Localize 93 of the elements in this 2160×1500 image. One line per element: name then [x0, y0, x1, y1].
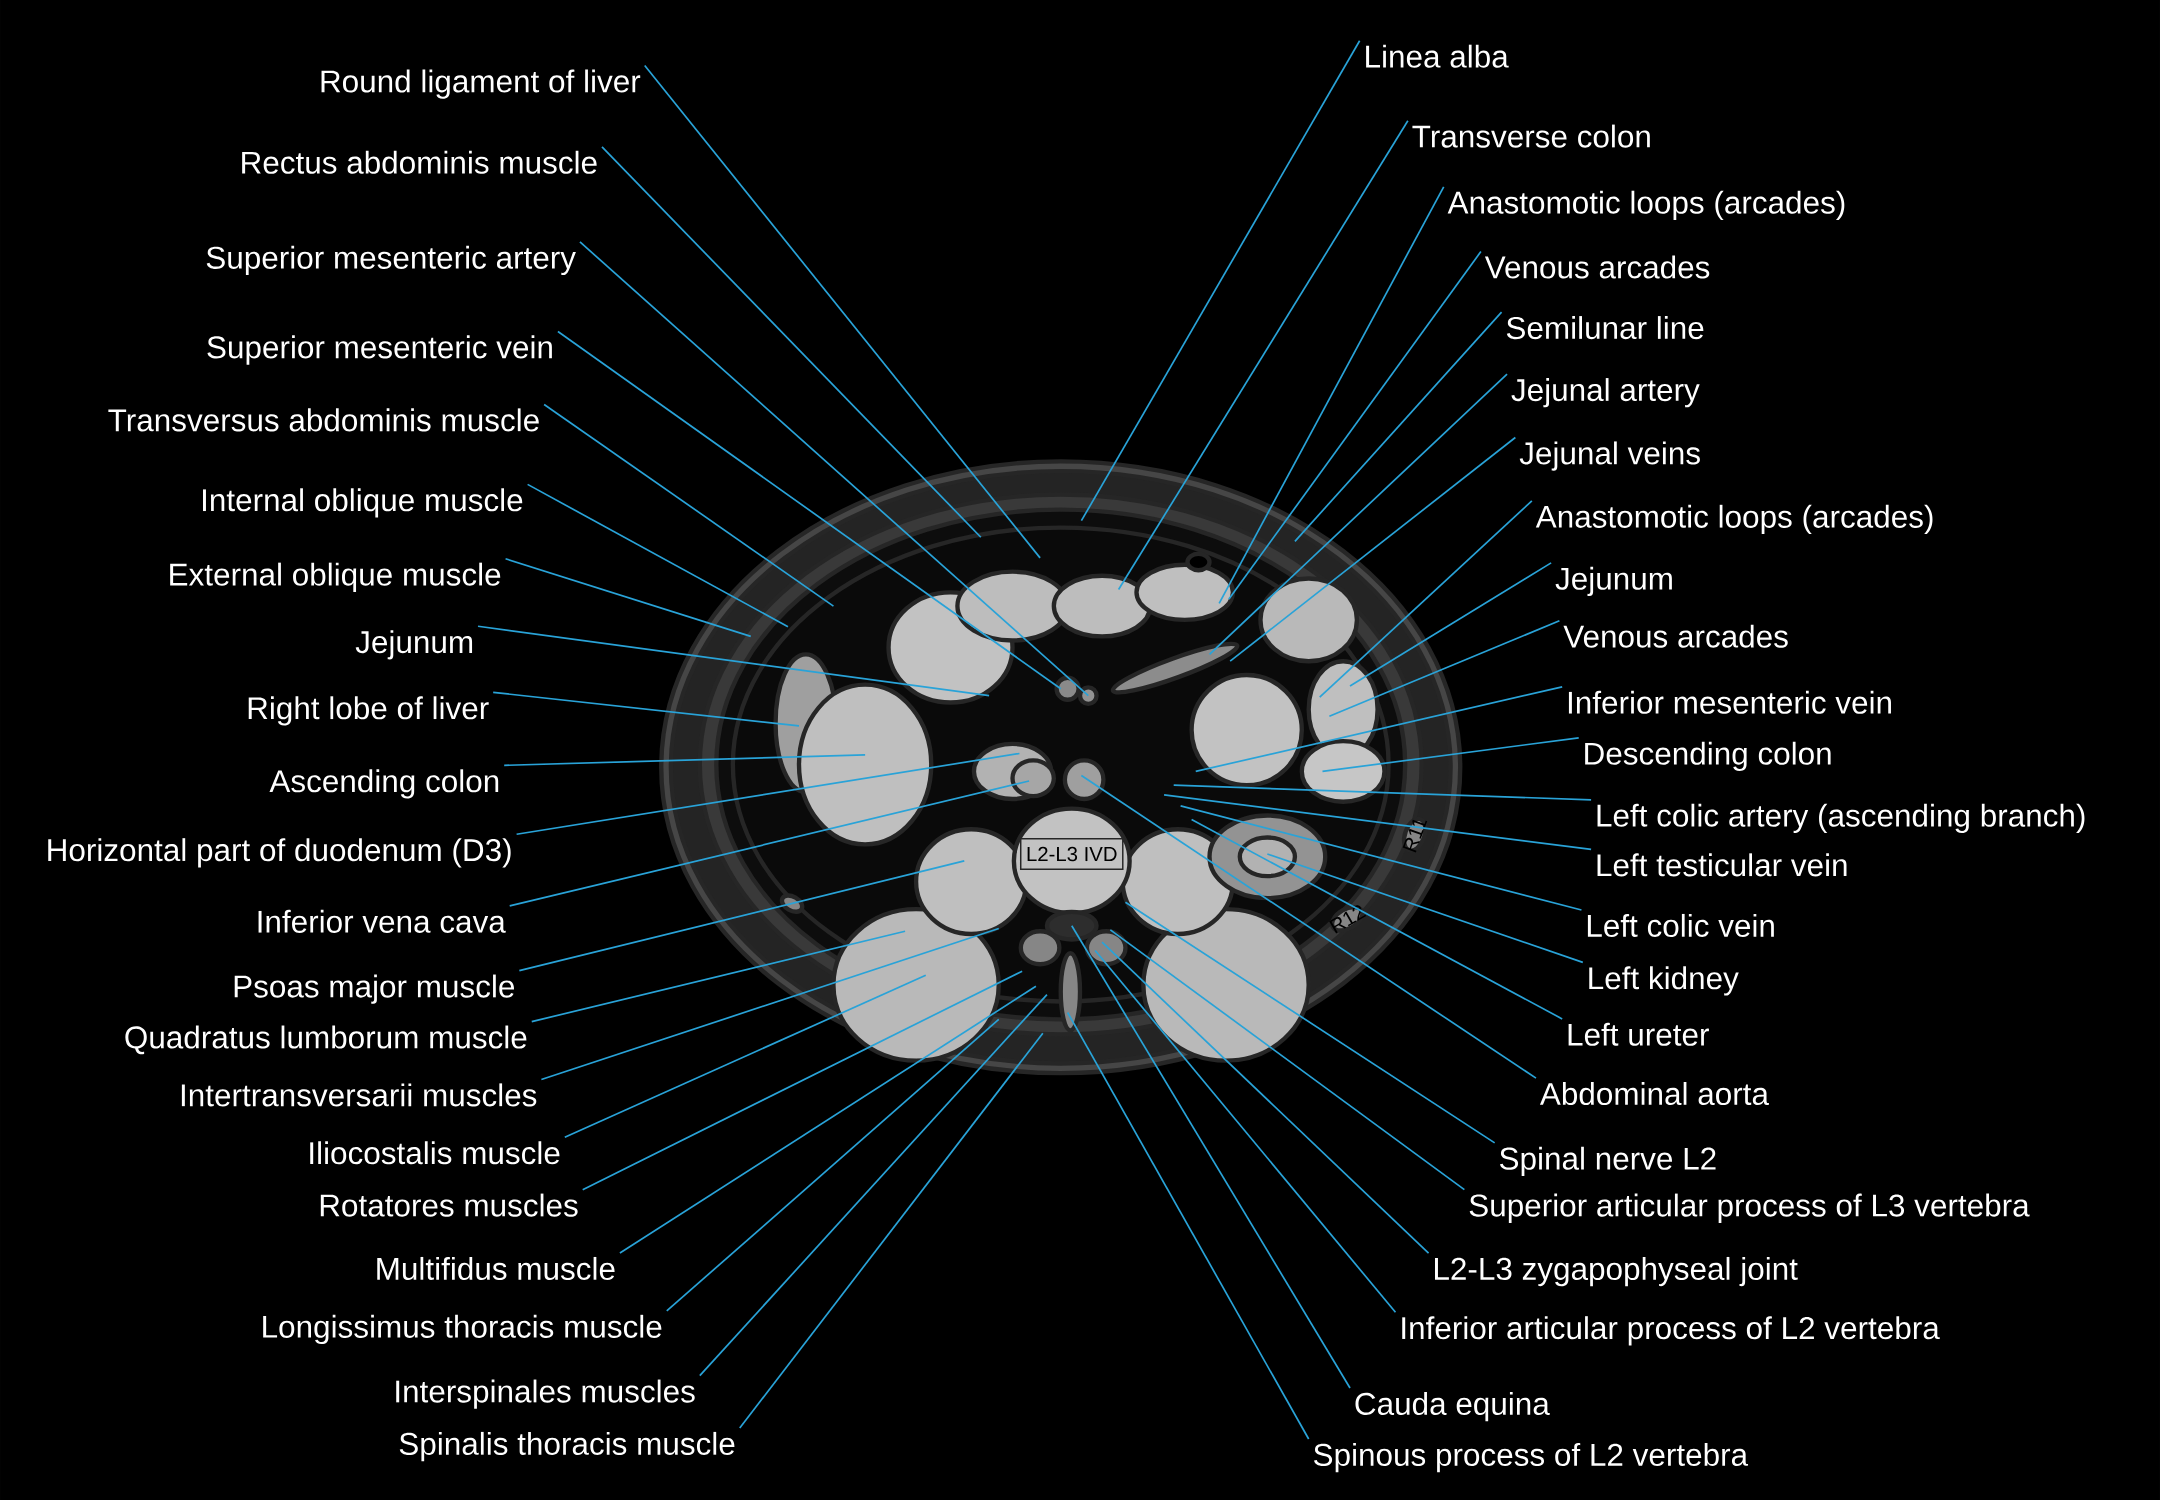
structure-label: Rotatores muscles — [320, 1193, 578, 1217]
structure-label: Rectus abdominis muscle — [242, 150, 597, 174]
structure-label: Internal oblique muscle — [203, 488, 523, 518]
leader-line — [1208, 373, 1508, 656]
structure-label: Left colic artery (ascending branch) — [1597, 803, 2085, 833]
structure-label: Spinous process of L2 vertebra — [1314, 1442, 1749, 1473]
leader-line — [1179, 804, 1583, 911]
leader-line — [1124, 901, 1496, 1144]
leader-line — [508, 780, 1030, 907]
structure-label: Jejunal artery — [1511, 378, 1700, 408]
structure-label: Superior articular process of L3 vertebra — [1469, 1193, 2030, 1223]
leader-line — [1194, 685, 1563, 773]
leader-line — [1109, 928, 1466, 1191]
leader-line — [1094, 949, 1397, 1314]
leader-line — [1190, 818, 1563, 1020]
leader-line — [515, 752, 1021, 836]
leader-line — [1163, 793, 1592, 851]
leader-line — [1101, 941, 1430, 1254]
structure-label: Linea alba — [1366, 44, 1509, 68]
leader-line — [526, 483, 789, 628]
leader-line — [1080, 39, 1361, 522]
structure-label: Superior mesenteric artery — [206, 245, 576, 276]
leader-line — [1328, 619, 1561, 718]
structure-label: Inferior mesenteric vein — [1568, 690, 1891, 714]
rib-label: R11 — [1402, 819, 1428, 853]
leader-line — [1066, 1011, 1310, 1440]
leader-line — [601, 145, 982, 538]
structure-label: Venous arcades — [1563, 624, 1788, 648]
leader-line — [1294, 311, 1503, 543]
leader-line — [557, 330, 1062, 690]
structure-label: L2-L3 zygapophyseal joint — [1435, 1256, 1798, 1287]
structure-label: Cauda equina — [1355, 1391, 1550, 1422]
leader-line — [503, 753, 866, 767]
structure-label: Multifidus muscle — [377, 1256, 615, 1280]
structure-label: Inferior articular process of L2 vertebra — [1402, 1316, 1940, 1346]
structure-label: Spinal nerve L2 — [1500, 1146, 1716, 1176]
structure-label: Inferior vena cava — [258, 909, 506, 933]
structure-label: Descending colon — [1585, 741, 1831, 771]
leader-line — [1318, 500, 1533, 698]
structure-label: Abdominal aorta — [1539, 1081, 1769, 1105]
scan-annotation: L2-L3 IVD — [1027, 846, 1117, 862]
structure-label: Horizontal part of duodenum (D3) — [48, 838, 511, 868]
structure-label: Round ligament of liver — [321, 69, 641, 99]
structure-label: Jejunum — [355, 630, 473, 660]
structure-label: Left ureter — [1568, 1022, 1709, 1046]
structure-label: Psoas major muscle — [234, 974, 514, 1004]
leader-line — [1266, 853, 1584, 964]
leader-line — [1070, 924, 1351, 1389]
structure-label: Ascending colon — [269, 769, 499, 799]
structure-label: Anastomotic loops (arcades) — [1535, 504, 1933, 535]
structure-label: Venous arcades — [1484, 255, 1710, 279]
leader-line — [518, 860, 966, 972]
structure-label: Quadratus lumborum muscle — [125, 1025, 527, 1055]
leader-line — [1080, 774, 1537, 1079]
structure-label: Left colic vein — [1587, 913, 1774, 937]
structure-label: Superior mesenteric vein — [207, 335, 552, 365]
structure-label: Semilunar line — [1506, 316, 1704, 340]
leader-line — [492, 691, 800, 727]
structure-label: Left kidney — [1589, 966, 1739, 996]
structure-label: Jejunum — [1555, 566, 1672, 597]
leader-line — [1321, 736, 1580, 773]
leader-line — [543, 403, 835, 607]
leader-line — [665, 1018, 1000, 1312]
leader-line — [619, 985, 1037, 1254]
leader-line — [1172, 784, 1592, 801]
structure-label: Jejunal veins — [1519, 441, 1700, 471]
leader-line — [579, 241, 1090, 697]
structure-label: Intertransversarii muscles — [181, 1083, 537, 1107]
leader-line — [1218, 185, 1445, 605]
structure-label: Iliocostalis muscle — [310, 1141, 560, 1165]
leader-line — [530, 930, 906, 1023]
leader-line — [738, 1032, 1044, 1429]
structure-label: Right lobe of liver — [248, 696, 489, 726]
structure-label: Transverse colon — [1412, 124, 1650, 148]
leader-line — [540, 927, 1000, 1081]
structure-label: Left testicular vein — [1597, 853, 1847, 877]
structure-label: External oblique muscle — [170, 562, 501, 592]
leader-line — [1229, 436, 1517, 662]
leader-line — [643, 64, 1041, 559]
leader-line — [563, 974, 927, 1139]
leader-line — [477, 625, 990, 697]
leader-line — [504, 557, 752, 638]
leader-line — [1117, 119, 1409, 591]
structure-label: Longissimus thoracis muscle — [263, 1314, 662, 1345]
leader-line — [581, 970, 1023, 1191]
leader-line — [1227, 250, 1482, 600]
rib-label: R12 — [1329, 905, 1367, 934]
structure-label: Spinalis thoracis muscle — [399, 1431, 735, 1462]
structure-label: Interspinales muscles — [396, 1379, 695, 1409]
structure-label: Anastomotic loops (arcades) — [1447, 190, 1845, 220]
leader-line — [698, 993, 1048, 1377]
structure-label: Transversus abdominis muscle — [108, 408, 539, 432]
leader-line — [1349, 562, 1552, 687]
